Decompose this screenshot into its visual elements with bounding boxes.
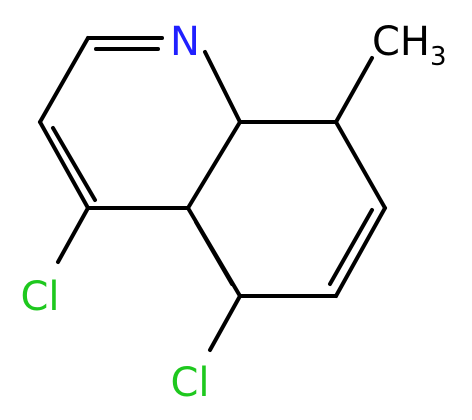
- bond-c5-c4a-inner: [194, 220, 234, 286]
- bond-c4a-c8a: [186, 120, 242, 210]
- chlorine-atom-label-lower: Cl: [170, 360, 209, 406]
- bond-c8-c7: [334, 120, 387, 210]
- chlorine-atom-label-upper: Cl: [20, 274, 59, 320]
- bond-c5-cl: [208, 294, 242, 352]
- methyl-subscript: 3: [430, 42, 447, 72]
- bond-c8-methyl: [334, 56, 374, 124]
- bond-c7-c6: [334, 206, 387, 298]
- bond-n-c8a: [203, 50, 242, 124]
- bond-c7-c6-inner: [328, 208, 374, 286]
- bond-c2-c3: [38, 36, 90, 124]
- bond-c4-cl: [56, 206, 90, 264]
- bond-c3-c4-inner: [51, 126, 97, 202]
- bond-c3-c4: [38, 120, 90, 210]
- nitrogen-atom-label: N: [170, 19, 200, 65]
- bond-lines: [38, 36, 387, 352]
- methyl-group-label: CH3: [372, 19, 447, 72]
- methyl-carbon-text: CH: [372, 19, 430, 65]
